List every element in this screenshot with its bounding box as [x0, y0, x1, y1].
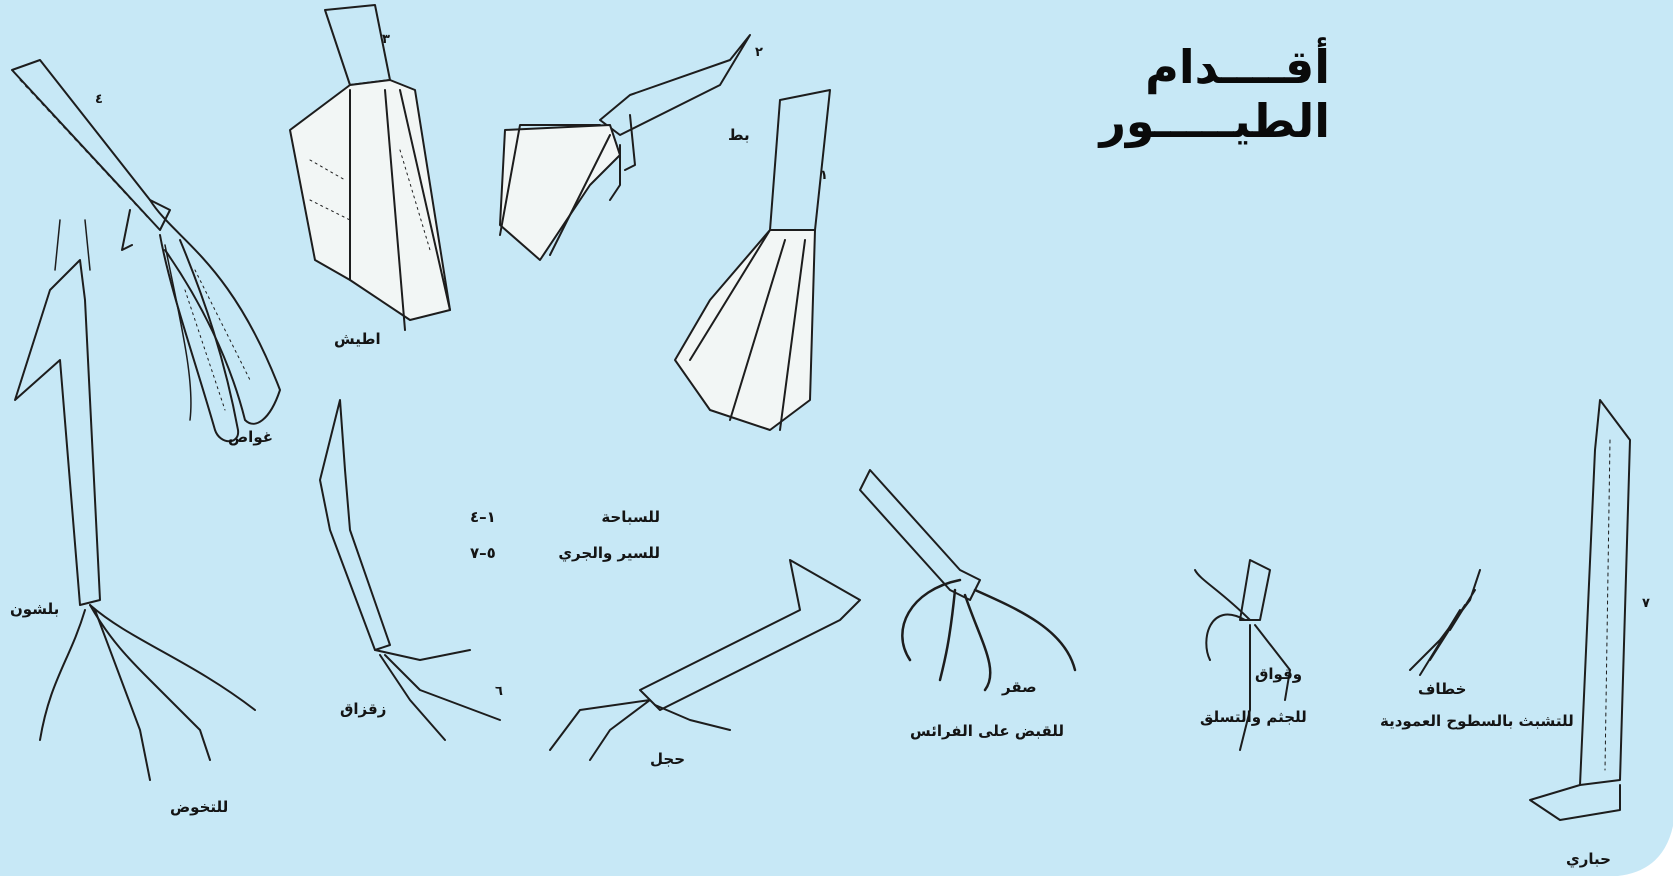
heron-label: بلشون	[10, 600, 59, 618]
swift-foot-drawing	[1390, 570, 1490, 680]
swift-label: خطاف	[1418, 680, 1466, 698]
sandpiper-label: زقزاق	[340, 700, 386, 718]
foot-2-number: ٢	[755, 45, 763, 60]
cuckoo-label: وقواق	[1255, 665, 1302, 683]
page-title: أقــــدام الطيـــــور	[900, 40, 1330, 148]
cuckoo-use-label: للجثم والتسلق	[1200, 708, 1307, 726]
partridge-foot-drawing	[540, 560, 870, 760]
cuckoo-foot-drawing	[1190, 560, 1320, 760]
sandpiper-foot-drawing	[300, 400, 510, 760]
corner-decoration	[1613, 816, 1673, 876]
legend-text-walking: للسير والجري	[558, 544, 660, 562]
partridge-label: حجل	[650, 750, 685, 768]
foot-6-number: ٦	[495, 684, 503, 699]
heron-foot-drawing	[0, 220, 270, 780]
legend-range-walking: ٥–٧	[470, 544, 496, 562]
foot-3-number: ٣	[382, 32, 390, 47]
legend: للسباحة ١–٤ للسير والجري ٥–٧	[470, 508, 660, 580]
bustard-foot-drawing	[1520, 400, 1640, 840]
bustard-label: حباري	[1566, 850, 1611, 868]
foot-1-drawing	[670, 90, 860, 440]
falcon-label: صقر	[1002, 678, 1037, 696]
legend-range-swimming: ١–٤	[470, 508, 496, 526]
gannet-foot-drawing	[290, 0, 460, 360]
foot-7-number: ٧	[1642, 596, 1650, 611]
foot-1-number: ١	[820, 168, 828, 183]
foot-4-number: ٤	[95, 92, 103, 107]
falcon-foot-drawing	[850, 470, 1110, 700]
legend-text-swimming: للسباحة	[601, 508, 660, 526]
falcon-use-label: للقبض على الفرائس	[910, 722, 1064, 740]
legend-row-walking: للسير والجري ٥–٧	[470, 544, 660, 562]
gannet-label: اطيش	[334, 330, 381, 348]
heron-use-label: للتخوض	[170, 798, 228, 816]
legend-row-swimming: للسباحة ١–٤	[470, 508, 660, 526]
